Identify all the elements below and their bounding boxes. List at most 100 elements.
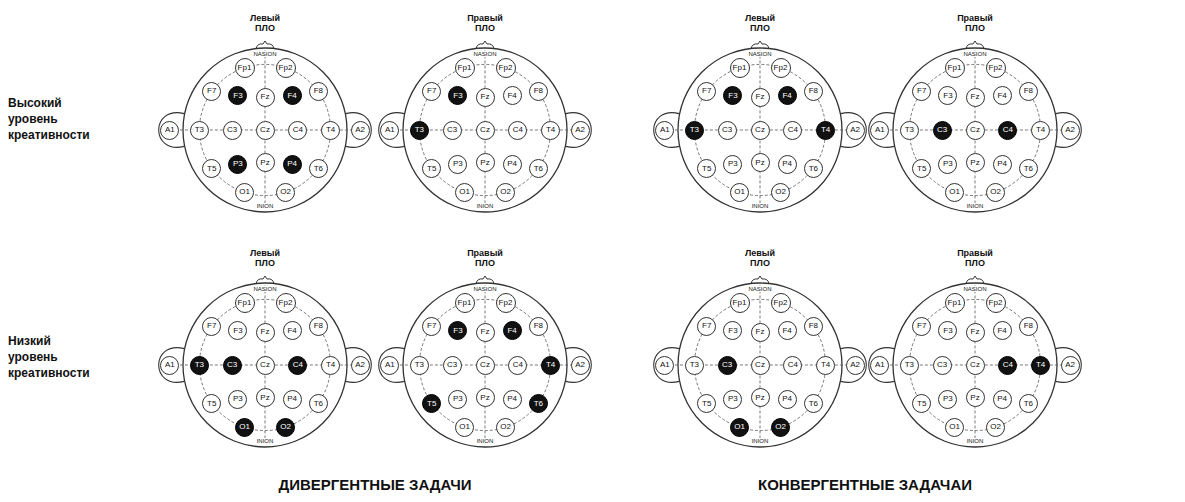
electrode-name: F4 bbox=[507, 92, 516, 100]
electrode-name: F7 bbox=[702, 322, 711, 330]
electrode: O1 bbox=[455, 418, 474, 437]
electrode: P4 bbox=[993, 390, 1012, 409]
electrode-name: T5 bbox=[917, 165, 926, 173]
electrode-name: Fp2 bbox=[499, 64, 513, 72]
electrode-name: F7 bbox=[917, 322, 926, 330]
electrode: O2 bbox=[276, 183, 295, 202]
head-circle bbox=[403, 283, 567, 447]
landmark-label: NASION bbox=[252, 286, 277, 292]
landmark-label: INION bbox=[966, 203, 985, 209]
electrode: A2 bbox=[846, 356, 865, 375]
electrode: T3 bbox=[900, 356, 919, 375]
electrode-name: C4 bbox=[788, 361, 798, 369]
electrode: C3 bbox=[718, 356, 737, 375]
electrode: F8 bbox=[309, 82, 328, 101]
electrode: T3 bbox=[190, 121, 209, 140]
electrode-name: T6 bbox=[314, 165, 323, 173]
ear-outline bbox=[1056, 113, 1082, 148]
row-label: Низкий уровень креативности bbox=[8, 333, 103, 382]
electrode-name: F8 bbox=[534, 322, 543, 330]
column-label: ДИВЕРГЕНТНЫЕ ЗАДАЧИ bbox=[279, 476, 472, 493]
landmark-label: NASION bbox=[747, 286, 772, 292]
electrode: F4 bbox=[283, 321, 302, 340]
eeg-head: Левый ПЛОNASIONINIONFp1Fp2F7F3FzF4F8A1T3… bbox=[650, 12, 870, 218]
electrode: O1 bbox=[235, 183, 254, 202]
electrode: T4 bbox=[816, 356, 835, 375]
electrode-name: Fp1 bbox=[733, 299, 747, 307]
electrode: Pz bbox=[966, 153, 985, 172]
electrode: C3 bbox=[443, 356, 462, 375]
electrode-name: P3 bbox=[453, 160, 463, 168]
electrode-name: Fz bbox=[261, 93, 270, 101]
electrode-name: O1 bbox=[949, 188, 960, 196]
electrode-name: Cz bbox=[970, 126, 980, 134]
electrode-name: Pz bbox=[480, 394, 489, 402]
electrode-name: A2 bbox=[355, 126, 365, 134]
electrode: Fp2 bbox=[496, 58, 516, 78]
electrode: F4 bbox=[993, 86, 1012, 105]
hemisphere-label: Левый ПЛО bbox=[245, 249, 285, 269]
electrode-name: F8 bbox=[534, 87, 543, 95]
electrode-name: Pz bbox=[970, 159, 979, 167]
ear-outline bbox=[346, 348, 372, 383]
hemisphere-label: Левый ПЛО bbox=[740, 14, 780, 34]
electrode-name: A2 bbox=[850, 361, 860, 369]
eeg-head: Правый ПЛОNASIONINIONFp1Fp2F7F3FzF4F8A1T… bbox=[865, 247, 1085, 453]
head-outline bbox=[865, 247, 1085, 453]
ear-outline bbox=[841, 113, 867, 148]
electrode-name: Fz bbox=[481, 93, 490, 101]
electrode: A1 bbox=[870, 356, 889, 375]
electrode-name: T4 bbox=[326, 126, 335, 134]
electrode: T6 bbox=[804, 159, 823, 178]
electrode-name: P3 bbox=[453, 395, 463, 403]
landmark-label: NASION bbox=[962, 51, 987, 57]
electrode: F8 bbox=[804, 317, 823, 336]
electrode-name: Pz bbox=[260, 394, 269, 402]
electrode-name: T5 bbox=[207, 165, 216, 173]
head-circle bbox=[403, 48, 567, 212]
electrode-name: Fp1 bbox=[238, 299, 252, 307]
electrode: Fz bbox=[476, 323, 495, 342]
electrode: C4 bbox=[288, 121, 307, 140]
electrode-name: C3 bbox=[447, 361, 457, 369]
electrode-name: Pz bbox=[260, 159, 269, 167]
electrode: T4 bbox=[321, 356, 340, 375]
electrode-name: A1 bbox=[660, 361, 670, 369]
electrode-name: O2 bbox=[500, 423, 511, 431]
hemisphere-label: Левый ПЛО bbox=[740, 249, 780, 269]
electrode-name: T6 bbox=[809, 165, 818, 173]
electrode-name: Fz bbox=[756, 93, 765, 101]
electrode-name: A1 bbox=[660, 126, 670, 134]
electrode-name: A2 bbox=[1065, 361, 1075, 369]
electrode: C3 bbox=[718, 121, 737, 140]
electrode-name: P3 bbox=[943, 160, 953, 168]
electrode: Fz bbox=[966, 88, 985, 107]
electrode: F7 bbox=[202, 82, 221, 101]
landmark-label: INION bbox=[476, 203, 495, 209]
electrode-name: T4 bbox=[326, 361, 335, 369]
electrode-name: P4 bbox=[507, 160, 517, 168]
electrode: Pz bbox=[966, 388, 985, 407]
electrode-name: F7 bbox=[207, 322, 216, 330]
electrode-name: T4 bbox=[546, 361, 555, 369]
electrode: T4 bbox=[1031, 356, 1050, 375]
electrode: A2 bbox=[571, 356, 590, 375]
head-outline bbox=[650, 247, 870, 453]
electrode-name: F3 bbox=[943, 92, 952, 100]
electrode: A2 bbox=[1061, 356, 1080, 375]
electrode: Cz bbox=[256, 121, 275, 140]
ear-outline bbox=[346, 113, 372, 148]
electrode: F4 bbox=[503, 321, 522, 340]
electrode-name: Cz bbox=[755, 361, 765, 369]
eeg-head: Левый ПЛОNASIONINIONFp1Fp2F7F3FzF4F8A1T3… bbox=[155, 12, 375, 218]
electrode-name: F8 bbox=[314, 87, 323, 95]
electrode: O2 bbox=[496, 418, 515, 437]
electrode: T3 bbox=[900, 121, 919, 140]
electrode-name: Fz bbox=[481, 328, 490, 336]
electrode: A1 bbox=[380, 356, 399, 375]
electrode: F7 bbox=[697, 317, 716, 336]
electrode-name: A1 bbox=[165, 126, 175, 134]
electrode-name: Fz bbox=[971, 93, 980, 101]
electrode: A1 bbox=[655, 356, 674, 375]
